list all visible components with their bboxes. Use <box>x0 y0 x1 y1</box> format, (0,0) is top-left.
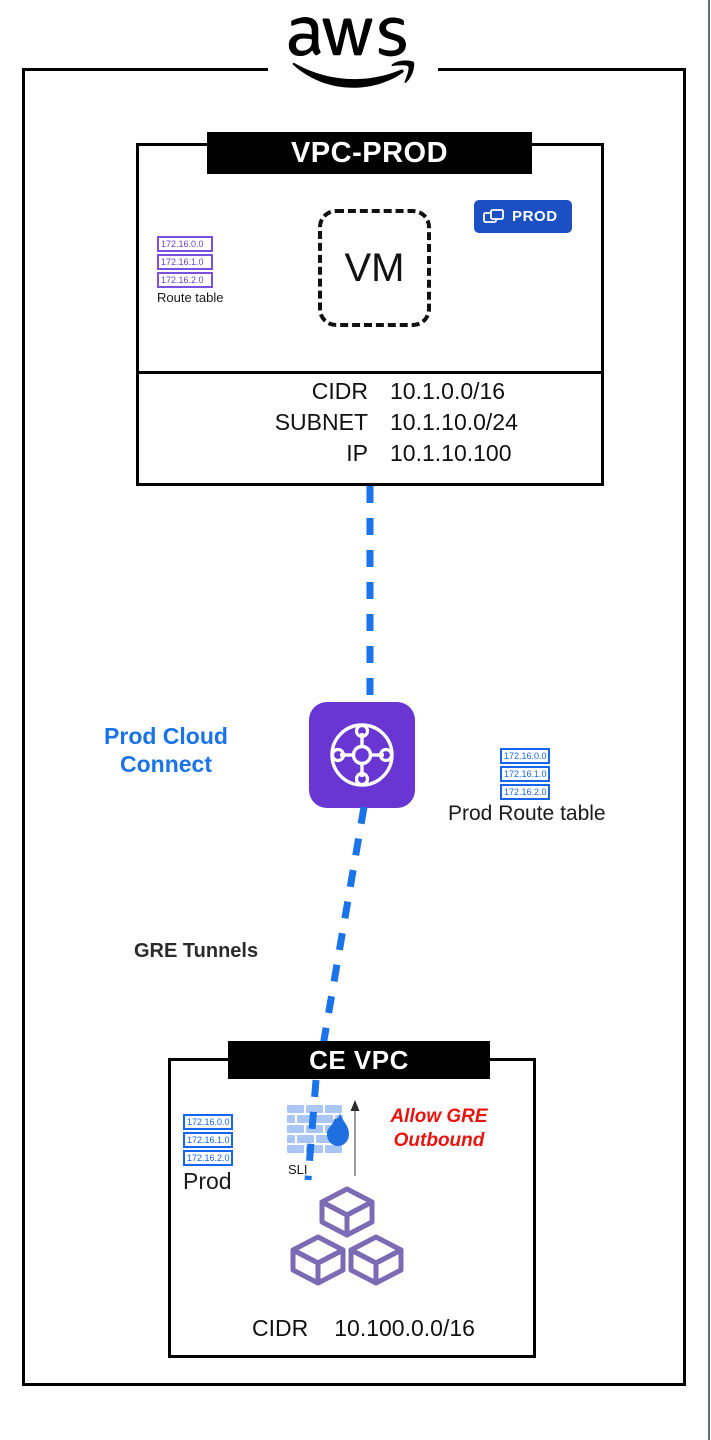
vpc-prod-title: VPC-PROD <box>207 132 532 174</box>
aws-logo-icon <box>288 17 415 88</box>
spec-key: IP <box>346 440 368 466</box>
route-entry: 172.16.1.0 <box>157 254 213 270</box>
route-table-caption: Prod <box>183 1168 232 1194</box>
spec-value: 10.1.10.100 <box>390 440 512 466</box>
prod-cloud-route-table-caption: Prod Route table <box>448 802 606 825</box>
ce-vpc-spec-row: CIDR 10.100.0.0/16 <box>252 1315 475 1342</box>
aws-logo <box>268 10 438 120</box>
allow-gre-line2: Outbound <box>393 1130 485 1151</box>
vm-label: VM <box>344 245 405 290</box>
spec-row: SUBNET 10.1.10.0/24 <box>240 409 540 436</box>
prod-cloud-connect-label: Prod Cloud Connect <box>96 722 236 778</box>
allow-gre-line1: Allow GRE <box>390 1106 488 1127</box>
vpc-prod-spec-table: CIDR 10.1.0.0/16 SUBNET 10.1.10.0/24 IP … <box>240 378 540 471</box>
network-hub-icon <box>330 723 394 787</box>
ce-vpc-route-table: 172.16.0.0 172.16.1.0 172.16.2.0 Prod <box>183 1114 233 1195</box>
spec-value: 10.1.10.0/24 <box>390 409 518 435</box>
allow-gre-outbound-label: Allow GRE Outbound <box>374 1105 504 1153</box>
sli-label: SLI <box>288 1162 308 1177</box>
prod-badge: PROD <box>474 200 572 233</box>
route-entry: 172.16.0.0 <box>500 748 550 764</box>
route-entry: 172.16.2.0 <box>157 272 213 288</box>
vpc-prod-divider <box>136 371 604 374</box>
firewall-brick-flame-icon <box>287 1105 349 1153</box>
route-entry: 172.16.2.0 <box>183 1150 233 1166</box>
route-entry: 172.16.0.0 <box>157 236 213 252</box>
windows-stack-icon <box>483 208 504 223</box>
spec-value: 10.1.0.0/16 <box>390 378 506 404</box>
spec-key: SUBNET <box>274 409 368 435</box>
route-entry: 172.16.2.0 <box>500 784 550 800</box>
route-entry: 172.16.0.0 <box>183 1114 233 1130</box>
route-entry: 172.16.1.0 <box>500 766 550 782</box>
prod-cloud-connect-node <box>309 702 415 808</box>
prod-route-table: 172.16.0.0 172.16.1.0 172.16.2.0 Route t… <box>157 236 224 305</box>
prod-badge-label: PROD <box>512 208 558 225</box>
up-arrow-icon <box>350 1100 360 1176</box>
cloud-connect-label-line2: Connect <box>120 751 212 777</box>
spec-row: IP 10.1.10.100 <box>240 440 540 467</box>
gre-tunnels-label: GRE Tunnels <box>134 940 259 962</box>
cloud-connect-label-line1: Prod Cloud <box>104 723 228 749</box>
aws-logo-container <box>0 0 711 130</box>
spec-key: CIDR <box>252 1315 309 1341</box>
spec-row: CIDR 10.1.0.0/16 <box>240 378 540 405</box>
vm-instance: VM <box>318 209 431 327</box>
route-table-caption: Route table <box>157 290 224 305</box>
spec-value: 10.100.0.0/16 <box>334 1315 475 1341</box>
cubes-icon <box>290 1186 404 1286</box>
route-entry: 172.16.1.0 <box>183 1132 233 1148</box>
ce-vpc-title: CE VPC <box>228 1041 490 1079</box>
prod-cloud-route-table: 172.16.0.0 172.16.1.0 172.16.2.0 <box>500 748 550 802</box>
spec-key: CIDR <box>311 378 368 404</box>
page-right-border <box>708 0 710 1440</box>
